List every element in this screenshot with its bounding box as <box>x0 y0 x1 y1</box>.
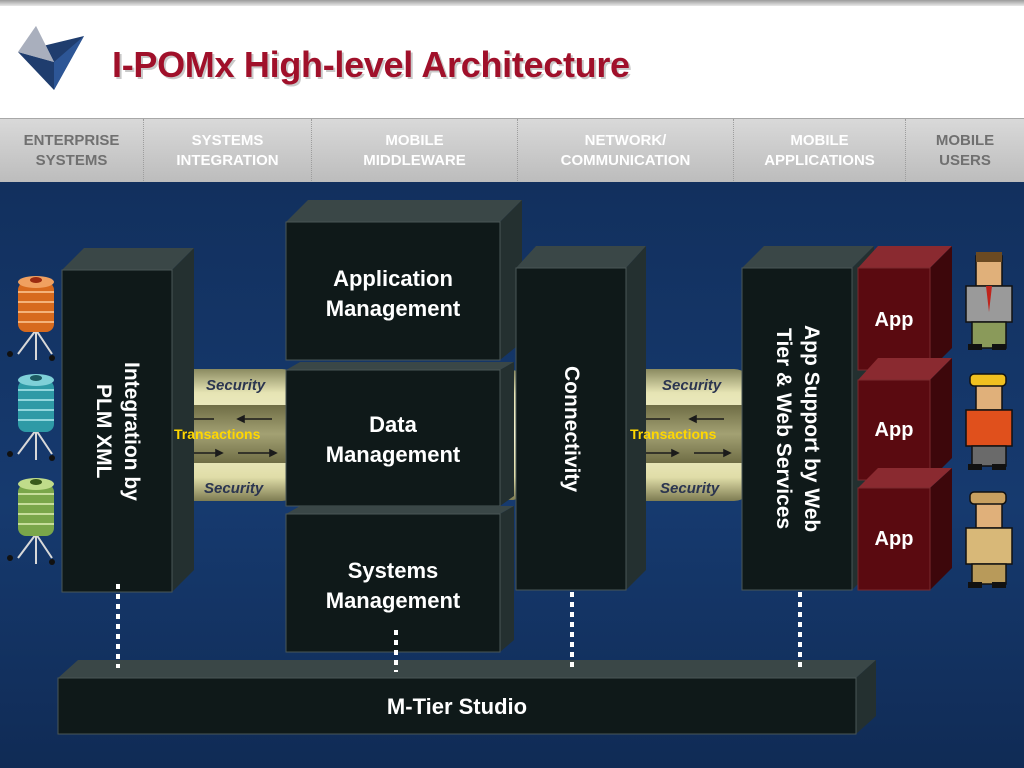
pipe-right-security-bottom: Security <box>660 480 720 497</box>
page-title: I-POMx High-level Architecture <box>112 44 630 85</box>
systems-management-label: Systems Management <box>325 558 461 613</box>
systems-management-block <box>285 506 514 653</box>
data-management-block <box>285 362 514 507</box>
column-systems-integration: SYSTEMS INTEGRATION <box>144 119 312 183</box>
app-label-2: App <box>874 419 914 441</box>
app-box-2 <box>857 358 952 481</box>
connectivity-label: Connectivity <box>560 365 583 493</box>
pipe-left-transactions: Transactions <box>174 426 261 442</box>
studio-block <box>57 660 876 735</box>
column-mobile-users: MOBILE USERS <box>935 132 995 169</box>
column-mobile-middleware: MOBILE MIDDLEWARE <box>312 119 518 183</box>
integration-label: Integration by PLM XML <box>92 361 143 501</box>
pipe-left-security-top: Security <box>206 377 266 394</box>
studio-label: M-Tier Studio <box>386 694 528 719</box>
column-header-bar: ENTERPRISE SYSTEMS SYSTEMS INTEGRATION M… <box>0 118 1024 183</box>
application-management-label: Application Management <box>325 266 461 321</box>
pipe-left-security-bottom: Security <box>204 480 264 497</box>
app-label-1: App <box>874 309 914 331</box>
transaction-pipe-right <box>628 369 752 501</box>
data-management-label: Data Management <box>325 412 461 467</box>
pipe-right-transactions: Transactions <box>630 426 717 442</box>
column-mobile-applications: MOBILE APPLICATIONS <box>734 119 906 183</box>
column-network-communication: NETWORK/ COMMUNICATION <box>518 119 734 183</box>
worker-user-icon <box>965 373 1013 470</box>
arrow-logo-icon <box>18 26 84 90</box>
server-stack-icon-teal <box>7 374 55 461</box>
architecture-diagram: Integration by PLM XML Application Manag… <box>0 182 1024 768</box>
integration-block <box>61 248 194 593</box>
field-user-icon <box>965 491 1013 588</box>
app-support-label: App Support by Web Tier & Web Services <box>772 325 823 533</box>
app-box-1 <box>857 246 952 371</box>
app-label-3: App <box>874 528 914 550</box>
top-divider <box>0 0 1024 6</box>
dotted-connectors <box>116 584 802 672</box>
connectivity-block <box>515 246 646 591</box>
application-management-block <box>285 200 522 361</box>
business-user-icon <box>965 252 1013 350</box>
pipe-right-security-top: Security <box>662 377 722 394</box>
app-box-3 <box>857 468 952 591</box>
server-stack-icon-green <box>7 478 55 565</box>
server-stack-icon-orange <box>7 276 55 361</box>
column-enterprise-systems: ENTERPRISE SYSTEMS <box>0 119 144 183</box>
